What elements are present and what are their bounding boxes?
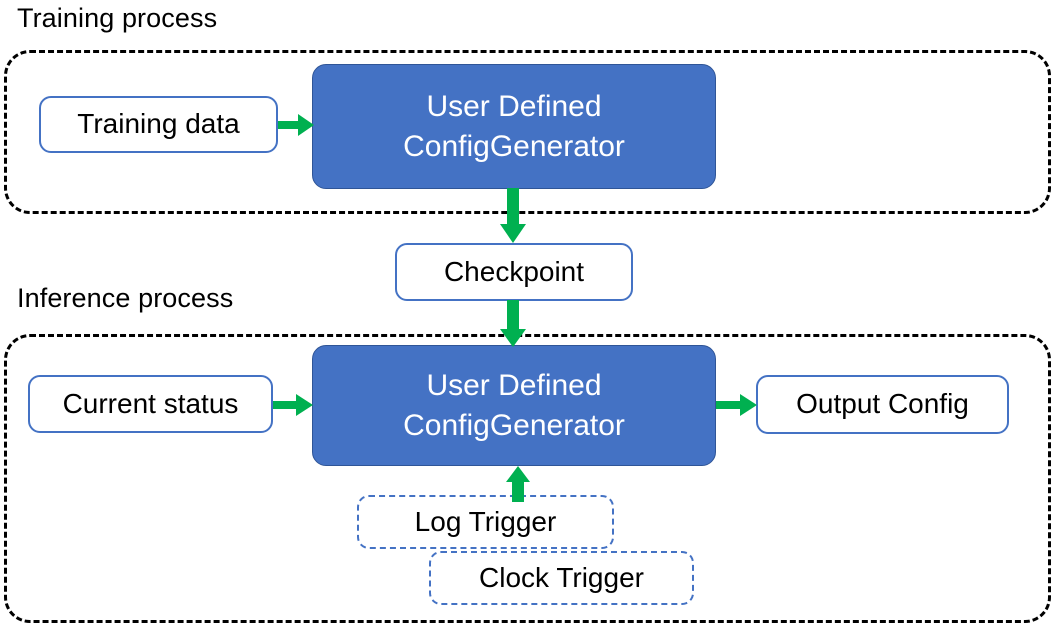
output-config-label: Output Config [796, 388, 969, 420]
training-process-container [4, 50, 1051, 214]
arrow-trigger-to-generator-icon [505, 466, 531, 502]
inference-config-generator-block[interactable]: User Defined ConfigGenerator [312, 345, 716, 466]
inference-generator-line2: ConfigGenerator [403, 408, 625, 442]
arrow-training-data-to-generator-icon [278, 112, 316, 138]
training-process-title: Training process [17, 3, 218, 33]
arrow-current-status-to-generator-icon [273, 392, 315, 418]
training-config-generator-block[interactable]: User Defined ConfigGenerator [312, 64, 716, 189]
checkpoint-label: Checkpoint [443, 255, 585, 287]
training-generator-line1: User Defined [426, 89, 602, 123]
log-trigger-box[interactable]: Log Trigger [357, 495, 614, 549]
inference-generator-line1: User Defined [426, 368, 602, 402]
checkpoint-box[interactable]: Checkpoint [395, 243, 633, 301]
arrow-checkpoint-to-generator-icon [500, 300, 528, 350]
output-config-box[interactable]: Output Config [756, 375, 1009, 434]
current-status-box[interactable]: Current status [28, 375, 273, 433]
inference-process-title: Inference process [17, 283, 234, 313]
clock-trigger-box[interactable]: Clock Trigger [429, 551, 694, 605]
inference-process-container [4, 334, 1051, 623]
arrow-generator-to-output-config-icon [716, 392, 760, 418]
log-trigger-label: Log Trigger [414, 505, 557, 537]
training-generator-line2: ConfigGenerator [403, 129, 625, 163]
clock-trigger-label: Clock Trigger [479, 561, 644, 593]
training-data-box[interactable]: Training data [39, 96, 278, 153]
current-status-label: Current status [62, 387, 239, 419]
training-data-label: Training data [77, 108, 240, 140]
arrow-generator-to-checkpoint-icon [500, 188, 528, 246]
